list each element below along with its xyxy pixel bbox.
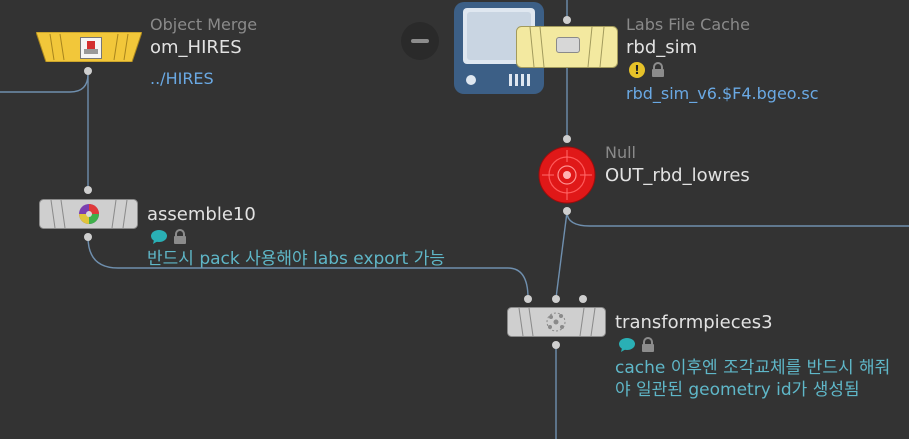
node-name[interactable]: OUT_rbd_lowres <box>605 165 750 186</box>
node-name[interactable]: transformpieces3 <box>615 312 773 333</box>
lock-icon <box>652 62 664 77</box>
transform-pieces-icon <box>546 312 566 332</box>
node-comment: cache 이후엔 조각교체를 반드시 해줘야 일관된 geometry id가… <box>615 358 891 400</box>
wire-null-to-transform <box>555 211 568 299</box>
node-parameter-path: rbd_sim_v6.$F4.bgeo.sc <box>626 84 819 103</box>
target-icon <box>560 168 574 182</box>
node-name[interactable]: om_HIRES <box>150 37 242 58</box>
node-type-label: Object Merge <box>150 15 258 34</box>
comment-icon <box>151 230 167 244</box>
transform-input-connector-1[interactable] <box>524 295 532 303</box>
null-node-body[interactable] <box>538 146 596 204</box>
transform-input-connector-3[interactable] <box>579 295 587 303</box>
minus-circle-icon[interactable] <box>401 22 439 60</box>
null-output-connector[interactable] <box>563 207 571 215</box>
object-merge-icon <box>80 37 102 59</box>
drive-icon <box>556 37 580 53</box>
wire-offscreen-to-om <box>0 72 89 93</box>
file-cache-output-connector[interactable] <box>563 135 571 143</box>
assemble-input-connector[interactable] <box>84 186 92 194</box>
warning-icon: ! <box>629 62 645 78</box>
lock-icon <box>174 229 186 244</box>
file-cache-input-connector[interactable] <box>563 16 571 24</box>
transform-input-connector-2[interactable] <box>552 295 560 303</box>
lock-icon <box>642 337 654 352</box>
node-comment: 반드시 pack 사용해야 labs export 가능 <box>147 249 446 269</box>
wire-null-to-offscreen <box>566 211 909 227</box>
transform-output-connector[interactable] <box>552 341 560 349</box>
comment-icon <box>619 338 635 352</box>
node-parameter-path: ../HIRES <box>150 69 214 88</box>
node-type-label: Labs File Cache <box>626 15 750 34</box>
assemble-icon <box>79 204 99 224</box>
wire-assemble-to-transform <box>87 236 529 299</box>
object-merge-output-connector[interactable] <box>84 67 92 75</box>
node-name[interactable]: assemble10 <box>147 204 256 225</box>
assemble-output-connector[interactable] <box>84 233 92 241</box>
node-name[interactable]: rbd_sim <box>626 37 698 58</box>
node-type-label: Null <box>605 143 636 162</box>
